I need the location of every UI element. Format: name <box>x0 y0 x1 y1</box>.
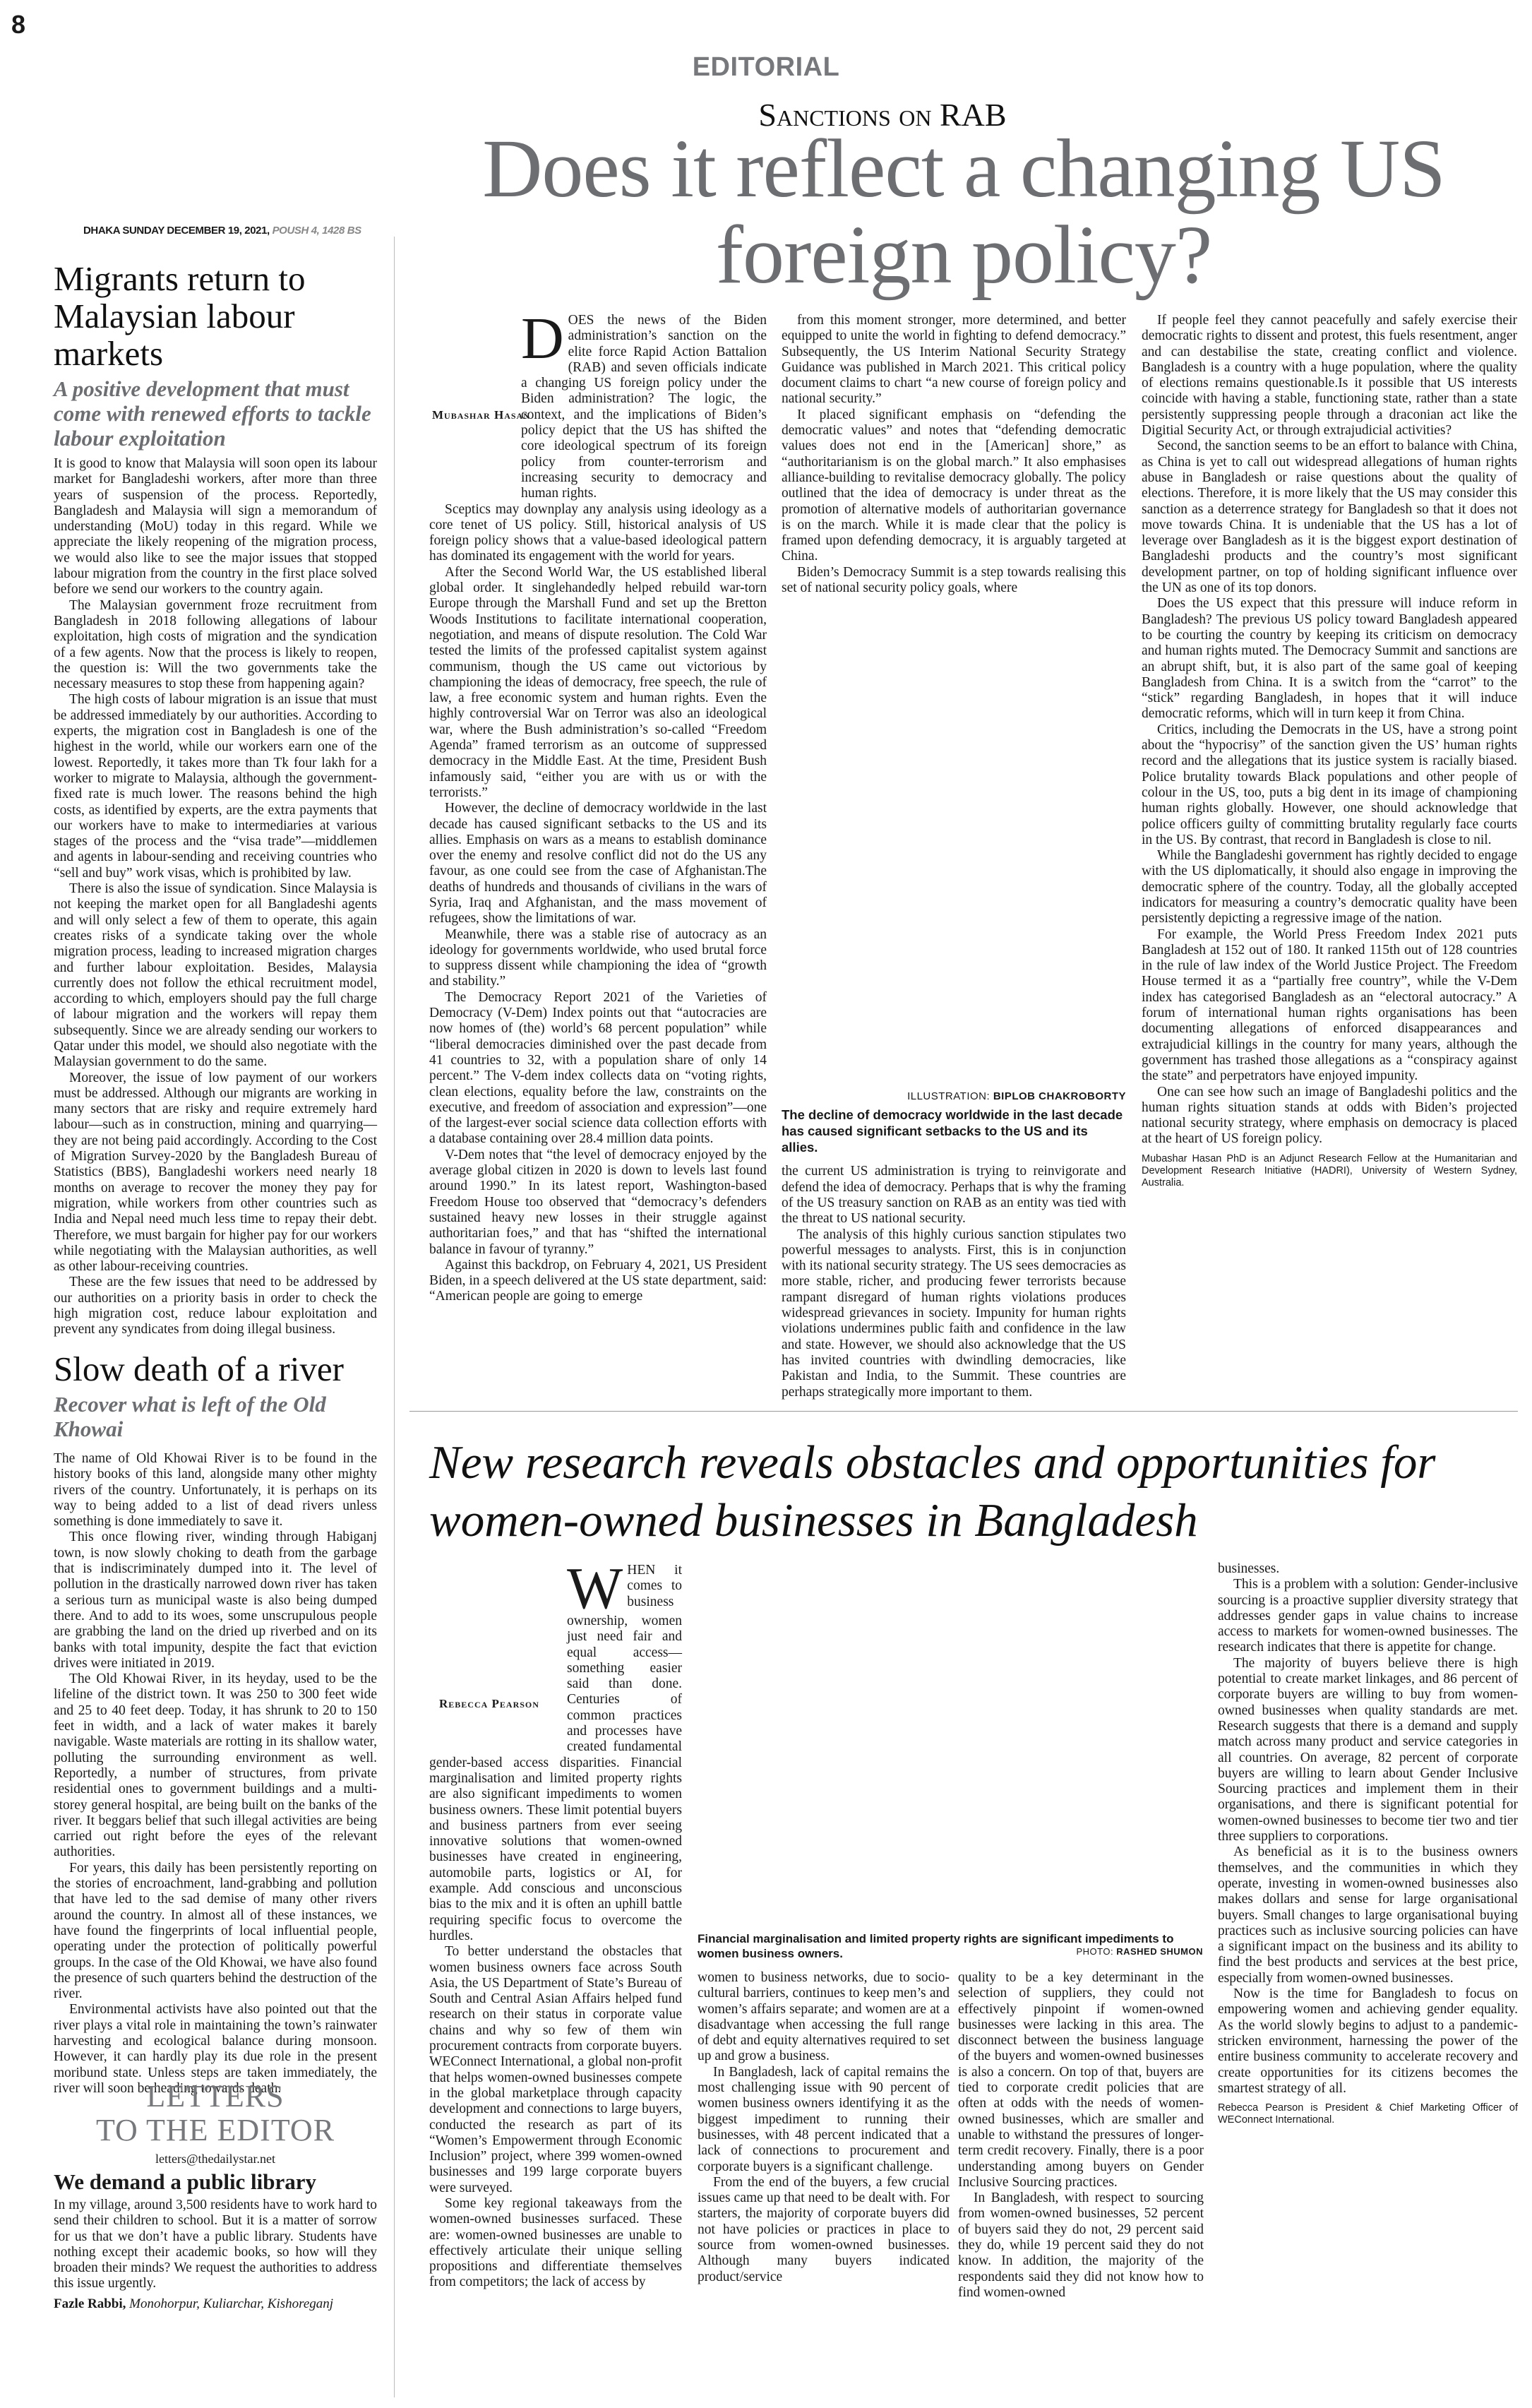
paragraph: This once flowing river, winding through… <box>54 1530 377 1671</box>
paragraph: Does the US expect that this pressure wi… <box>1142 596 1517 722</box>
paragraph: Now is the time for Bangladesh to focus … <box>1218 1986 1518 2096</box>
paragraph: Some key regional takeaways from the wom… <box>429 2195 682 2290</box>
editorial-river: Slow death of a river Recover what is le… <box>54 1350 377 2097</box>
column-divider <box>394 237 395 2397</box>
article-headline: Does it reflect a changing US foreign po… <box>482 122 1446 301</box>
paragraph: After the Second World War, the US estab… <box>429 564 767 800</box>
editorial-subhead: Recover what is left of the Old Khowai <box>54 1392 326 1441</box>
paragraph: This is a problem with a solution: Gende… <box>1218 1577 1518 1655</box>
editorial-headline: Migrants return to Malaysian labour mark… <box>54 259 306 373</box>
paragraph: from this moment stronger, more determin… <box>782 313 1126 407</box>
letter-signature: Fazle Rabbi, Monohorpur, Kuliarchar, Kis… <box>54 2296 377 2312</box>
paragraph: The analysis of this highly curious sanc… <box>782 1227 1126 1400</box>
paragraph: There is also the issue of syndication. … <box>54 881 377 1070</box>
date: DHAKA SUNDAY DECEMBER 19, 2021, <box>83 225 270 237</box>
author-bio: Mubashar Hasan PhD is an Adjunct Researc… <box>1142 1152 1517 1188</box>
women-article-photo <box>698 1563 1203 1930</box>
paragraph: In Bangladesh, lack of capital remains t… <box>698 2064 950 2174</box>
page-number: 8 <box>11 10 26 39</box>
illustration-caption: The decline of democracy worldwide in th… <box>782 1107 1123 1155</box>
paragraph: The Old Khowai River, in its heyday, use… <box>54 1671 377 1860</box>
paragraph: Moreover, the issue of low payment of ou… <box>54 1070 377 1275</box>
letter-headline: We demand a public library <box>54 2169 317 2194</box>
women-column-1: W HEN it comes to business ownership, wo… <box>429 1556 682 2291</box>
paragraph: OES the news of the Biden administration… <box>521 313 767 501</box>
editorial-body: The name of Old Khowai River is to be fo… <box>54 1451 377 2097</box>
paragraph: It is good to know that Malaysia will so… <box>54 456 377 597</box>
paragraph: Against this backdrop, on February 4, 20… <box>429 1257 767 1304</box>
paragraph: V-Dem notes that “the level of democracy… <box>429 1147 767 1257</box>
paragraph: For example, the World Press Freedom Ind… <box>1142 926 1517 1084</box>
paragraph: Meanwhile, there was a stable rise of au… <box>429 926 767 989</box>
letters-email-link[interactable]: letters@thedailystar.net <box>155 2152 276 2166</box>
letter-location: Monohorpur, Kuliarchar, Kishoreganj <box>129 2296 334 2311</box>
editorial-subhead: A positive development that must come wi… <box>54 376 371 451</box>
letter-author: Fazle Rabbi, <box>54 2296 126 2311</box>
paragraph: Second, the sanction seems to be an effo… <box>1142 439 1517 596</box>
paragraph: Critics, including the Democrats in the … <box>1142 722 1517 847</box>
paragraph: These are the few issues that need to be… <box>54 1275 377 1337</box>
paragraph: The Democracy Report 2021 of the Varieti… <box>429 989 767 1147</box>
paragraph: The name of Old Khowai River is to be fo… <box>54 1451 377 1530</box>
women-column-4: businesses.This is a problem with a solu… <box>1218 1561 1518 2126</box>
editorial-headline: Slow death of a river <box>54 1349 344 1388</box>
paragraph: HEN it comes to business ownership, wome… <box>429 1563 682 1943</box>
paragraph: The majority of buyers believe there is … <box>1218 1655 1518 1844</box>
paragraph: women to business networks, due to socio… <box>698 1970 950 2064</box>
paragraph: Environmental activists have also pointe… <box>54 2002 377 2096</box>
paragraph: In Bangladesh, with respect to sourcing … <box>958 2191 1204 2300</box>
paragraph: For years, this daily has been persisten… <box>54 1860 377 2002</box>
section-divider <box>409 1411 1518 1412</box>
bangla-date: POUSH 4, 1428 BS <box>272 225 362 237</box>
paragraph: As beneficial as it is to the business o… <box>1218 1844 1518 1986</box>
dateline: DHAKA SUNDAY DECEMBER 19, 2021, POUSH 4,… <box>83 225 361 237</box>
article-column-1: D OES the news of the Biden administrati… <box>429 306 767 1305</box>
article-column-2: from this moment stronger, more determin… <box>782 313 1126 1400</box>
paragraph: While the Bangladeshi government has rig… <box>1142 848 1517 926</box>
letters-title-1: LETTERS <box>146 2079 285 2114</box>
women-article-byline: Rebecca Pearson <box>439 1697 539 1710</box>
paragraph: Sceptics may downplay any analysis using… <box>429 501 767 564</box>
photo-credit: PHOTO: RASHED SHUMON <box>1076 1946 1203 1957</box>
article-byline: Mubashar Hasan <box>432 408 530 422</box>
editorial-migrants: Migrants return to Malaysian labour mark… <box>54 260 377 1338</box>
women-column-3: quality to be a key determinant in the s… <box>958 1970 1204 2301</box>
paragraph: It placed significant emphasis on “defen… <box>782 407 1126 564</box>
article-kicker: Sanctions on RAB <box>758 97 1007 133</box>
drop-cap: D <box>521 306 564 371</box>
paragraph: the current US administration is trying … <box>782 1164 1126 1227</box>
photo-caption: Financial marginalisation and limited pr… <box>698 1932 1203 1960</box>
paragraph: If people feel they cannot peacefully an… <box>1142 313 1517 439</box>
drop-cap: W <box>567 1556 623 1621</box>
author-bio: Rebecca Pearson is President & Chief Mar… <box>1218 2102 1518 2126</box>
paragraph: quality to be a key determinant in the s… <box>958 1970 1204 2190</box>
illustration-credit: ILLUSTRATION: BIPLOB CHAKROBORTY <box>907 1090 1126 1103</box>
letter-body: In my village, around 3,500 residents ha… <box>54 2198 377 2291</box>
paragraph: However, the decline of democracy worldw… <box>429 801 767 926</box>
illustration-image <box>782 596 1126 1091</box>
paragraph: businesses. <box>1218 1561 1280 1576</box>
letters-title-2: TO THE EDITOR <box>95 2113 335 2147</box>
paragraph: The Malaysian government froze recruitme… <box>54 597 377 692</box>
paragraph: To better understand the obstacles that … <box>429 1944 682 2195</box>
photo-caption-block: Financial marginalisation and limited pr… <box>698 1931 1203 1961</box>
paragraph: The high costs of labour migration is an… <box>54 692 377 881</box>
women-column-2: women to business networks, due to socio… <box>698 1970 950 2285</box>
article-column-3: If people feel they cannot peacefully an… <box>1142 313 1517 1189</box>
letters-to-the-editor: LETTERS TO THE EDITOR letters@thedailyst… <box>54 2080 377 2312</box>
editorial-body: It is good to know that Malaysia will so… <box>54 456 377 1338</box>
section-title: EDITORIAL <box>692 52 840 82</box>
paragraph: Biden’s Democracy Summit is a step towar… <box>782 564 1126 596</box>
paragraph: One can see how such an image of Banglad… <box>1142 1084 1517 1147</box>
women-article-headline: New research reveals obstacles and oppor… <box>429 1436 1436 1546</box>
paragraph: From the end of the buyers, a few crucia… <box>698 2174 950 2284</box>
